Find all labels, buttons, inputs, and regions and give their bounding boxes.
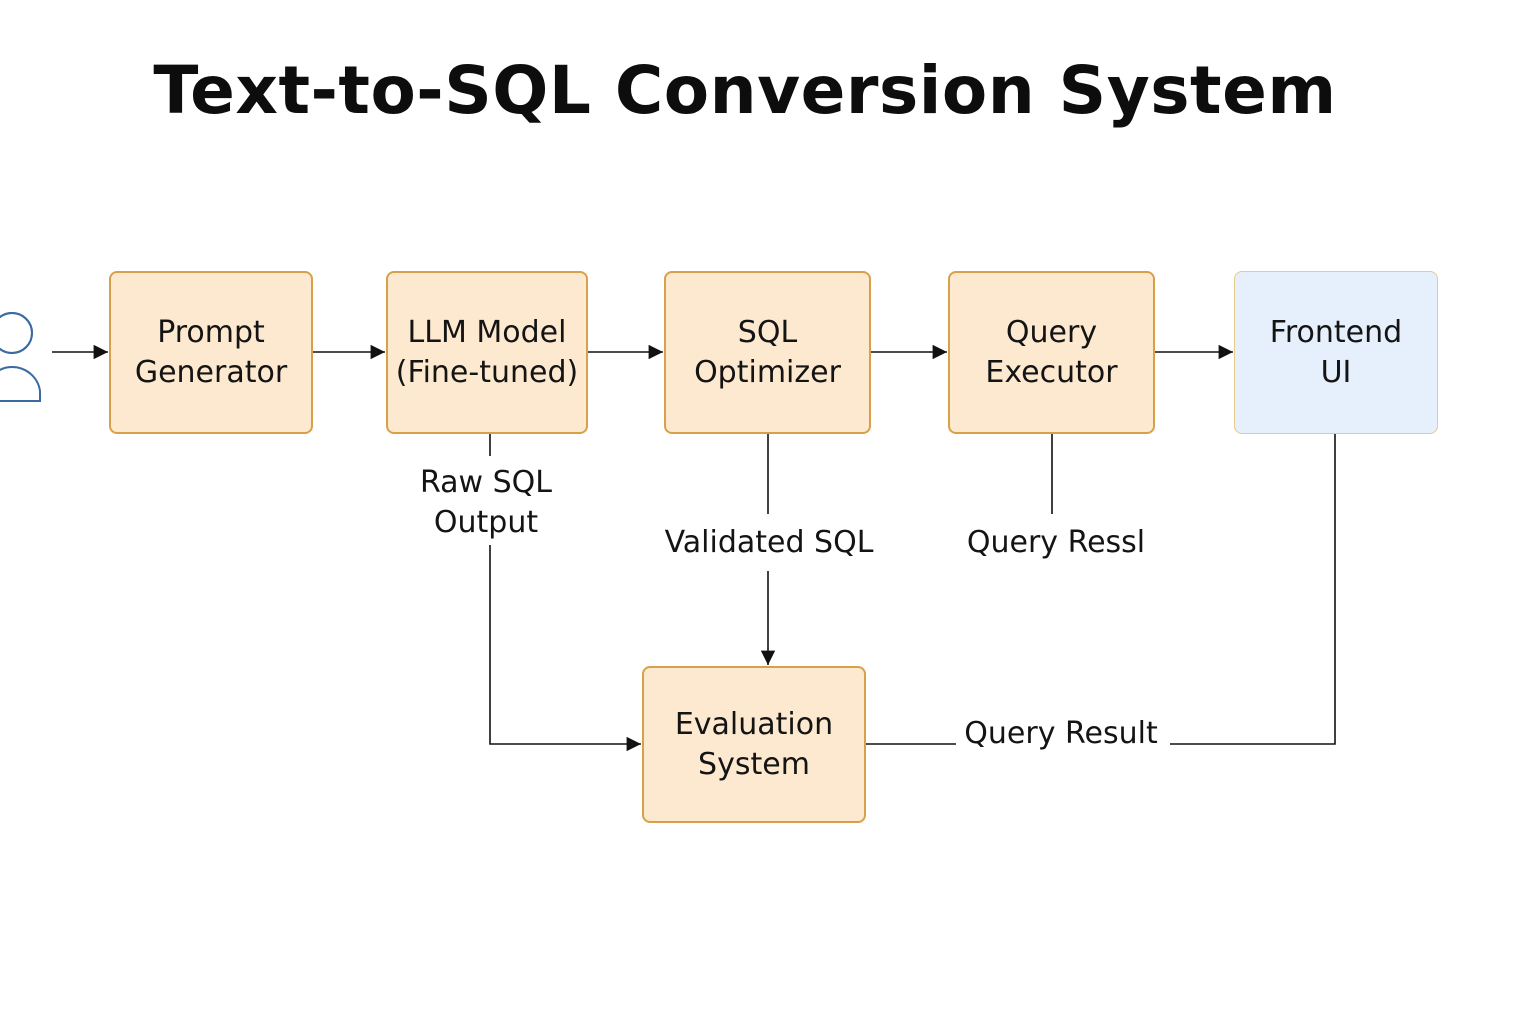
user-icon bbox=[0, 312, 41, 402]
node-prompt-generator-label: Prompt Generator bbox=[134, 314, 288, 390]
edge-label-query-ressl: Query Ressl bbox=[956, 523, 1156, 563]
node-sql-optimizer: SQL Optimizer bbox=[664, 271, 871, 434]
diagram-title: Text-to-SQL Conversion System bbox=[153, 52, 1337, 129]
node-llm-model-label: LLM Model (Fine-tuned) bbox=[395, 314, 579, 390]
node-query-executor: Query Executor bbox=[948, 271, 1155, 434]
edge-llm-to-evaluation-lower bbox=[489, 545, 641, 752]
edge-label-validated-sql: Validated SQL bbox=[656, 523, 882, 563]
edge-label-raw-sql-output: Raw SQL Output bbox=[404, 463, 568, 543]
node-sql-optimizer-label: SQL Optimizer bbox=[694, 314, 841, 390]
node-frontend-ui: Frontend UI bbox=[1234, 271, 1438, 434]
node-query-executor-label: Query Executor bbox=[985, 314, 1118, 390]
edge-label-query-result: Query Result bbox=[956, 714, 1166, 754]
node-prompt-generator: Prompt Generator bbox=[109, 271, 313, 434]
node-evaluation-system-label: Evaluation System bbox=[674, 706, 834, 782]
node-evaluation-system: Evaluation System bbox=[642, 666, 866, 823]
node-frontend-ui-label: Frontend UI bbox=[1269, 314, 1403, 390]
node-llm-model: LLM Model (Fine-tuned) bbox=[386, 271, 588, 434]
edge-result-to-frontend bbox=[1170, 434, 1336, 745]
